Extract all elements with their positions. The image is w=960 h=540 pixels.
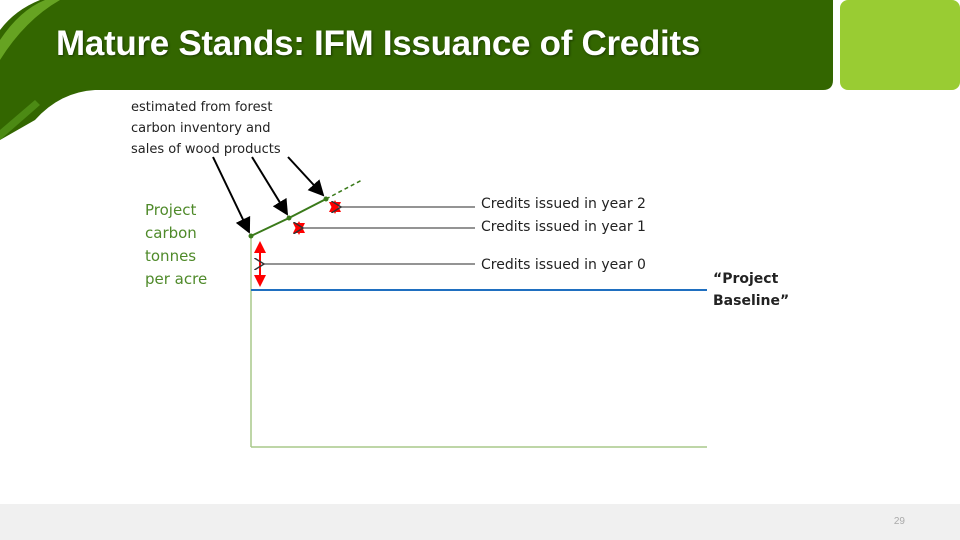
- header-banner: [0, 0, 833, 140]
- label-year0: Credits issued in year 0: [481, 257, 646, 273]
- annotation-arrow-3: [287, 156, 325, 197]
- header-swoosh-light: [0, 100, 40, 140]
- baseline-label-line: “Project: [713, 271, 779, 287]
- data-point-year0: [248, 233, 254, 239]
- y-axis-label-line: carbon: [145, 224, 197, 242]
- y-axis-label-line: tonnes: [145, 247, 197, 265]
- annotation-line: estimated from forest: [131, 100, 273, 115]
- baseline-label: “Project Baseline”: [713, 268, 789, 312]
- label-year1: Credits issued in year 1: [481, 219, 646, 235]
- label-year2: Credits issued in year 2: [481, 196, 646, 212]
- project-carbon-projection: [325, 179, 363, 200]
- annotation-text: estimated from forest carbon inventory a…: [131, 97, 281, 160]
- header-swoosh: [0, 0, 60, 60]
- slide-title: Mature Stands: IFM Issuance of Credits: [56, 24, 700, 63]
- footer-bar: [0, 504, 960, 540]
- y-axis-label-line: per acre: [145, 270, 208, 288]
- y-axis-label: Project carbon tonnes per acre: [145, 199, 207, 291]
- y-axis-label-line: Project: [145, 201, 197, 219]
- annotation-arrow-2: [251, 156, 289, 216]
- page-number: 29: [893, 516, 905, 527]
- annotation-arrow-1: [212, 156, 251, 234]
- accent-block: [840, 0, 960, 90]
- data-point-year1: [286, 215, 292, 221]
- annotation-line: sales of wood products: [131, 142, 281, 157]
- baseline-label-line: Baseline”: [713, 293, 790, 309]
- data-point-year2: [323, 196, 329, 202]
- annotation-line: carbon inventory and: [131, 121, 271, 136]
